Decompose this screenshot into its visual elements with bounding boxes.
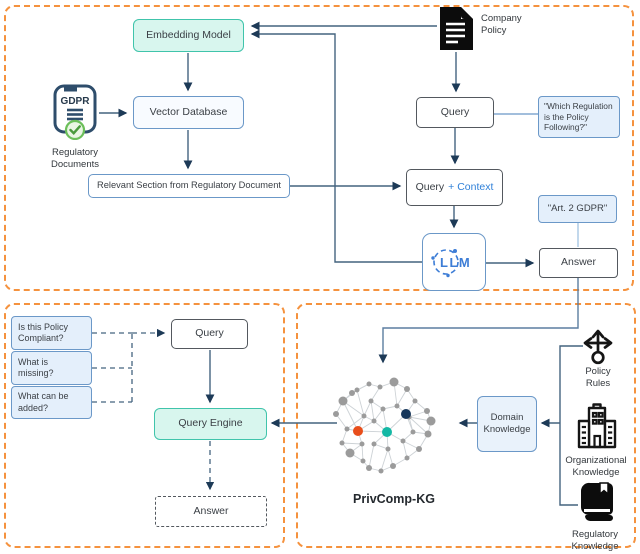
embedding-model-box: Embedding Model: [133, 19, 244, 52]
company-policy-icon: [440, 7, 473, 50]
policy-rules-icon: [583, 329, 613, 365]
knowledge-graph: [333, 377, 436, 474]
regulatory-documents-label: Regulatory Documents: [50, 147, 100, 170]
which-regulation-quote-box: "Which Regulation is the Policy Followin…: [538, 96, 620, 138]
query-context-query-text: Query: [415, 180, 445, 193]
organizational-knowledge-icon: [577, 403, 617, 449]
llm-text: LLM: [440, 255, 471, 270]
regulatory-knowledge-icon: [580, 482, 613, 521]
gdpr-text: GDPR: [61, 96, 91, 107]
query-engine-box: Query Engine: [154, 408, 267, 440]
company-policy-label: Company Policy: [481, 13, 522, 36]
organizational-knowledge-label: Organizational Knowledge: [565, 455, 627, 478]
query-box-top: Query: [416, 97, 494, 128]
llm-box: LLM: [422, 233, 486, 291]
question-box-compliant: Is this Policy Compliant?: [11, 316, 92, 350]
answer-box-bottom: Answer: [155, 496, 267, 527]
bottom-left-section-frame: [4, 303, 285, 548]
privcomp-kg-label: PrivComp-KG: [353, 492, 435, 506]
dashed-questions-trunk: [92, 332, 133, 403]
knowledge-trunk-line: [559, 345, 583, 506]
question-box-added: What can be added?: [11, 386, 92, 419]
bottom-right-section-frame: [296, 303, 636, 548]
vector-database-box: Vector Database: [133, 96, 244, 129]
answer-box-top: Answer: [539, 248, 618, 278]
top-section-frame: [4, 5, 634, 291]
llm-icon: LLM: [431, 249, 471, 278]
query-context-box: Query + Context: [406, 169, 503, 206]
regulatory-knowledge-label: Regulatory Knowledge: [571, 529, 619, 552]
domain-knowledge-box: Domain Knowledge: [477, 396, 537, 452]
arrow-llm-to-embedding: [250, 29, 422, 263]
policy-rules-label: Policy Rules: [585, 366, 611, 389]
relevant-section-box: Relevant Section from Regulatory Documen…: [88, 174, 290, 198]
arrow-answer-to-graph: [378, 278, 579, 364]
gdpr-document-icon: GDPR: [53, 84, 97, 140]
art2-gdpr-quote-box: "Art. 2 GDPR": [538, 195, 617, 223]
query-context-context-text: + Context: [448, 180, 494, 193]
query-box-bottom: Query: [171, 319, 248, 349]
question-box-missing: What is missing?: [11, 351, 92, 385]
